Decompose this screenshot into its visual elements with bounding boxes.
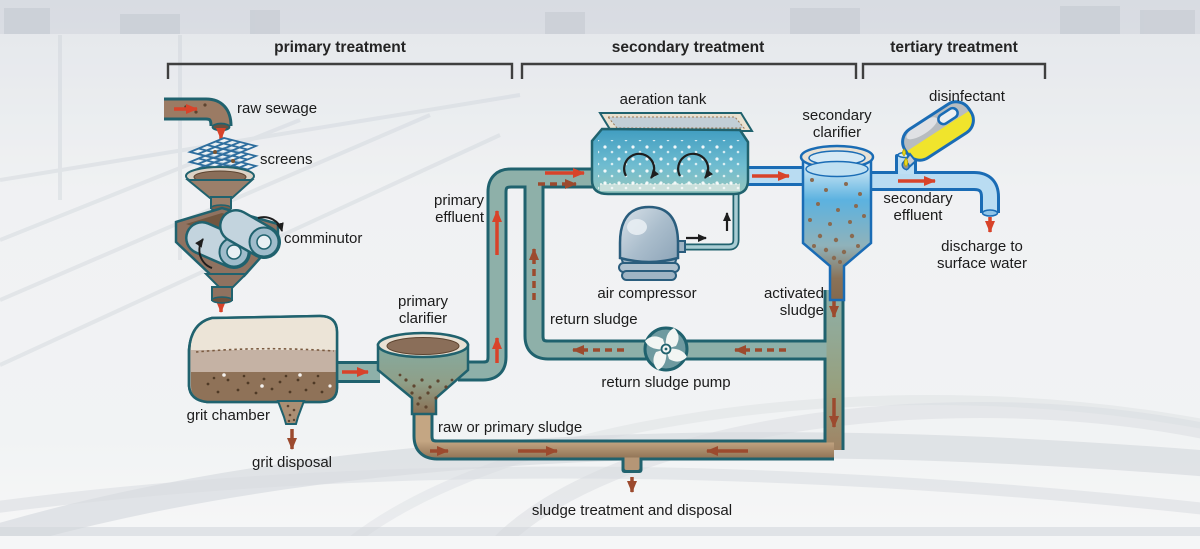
section-brackets — [166, 62, 1047, 79]
secondary-treatment-bracket — [520, 62, 858, 79]
sludge-treatment-label: sludge treatment and disposal — [531, 502, 733, 519]
air-compressor-label: air compressor — [597, 285, 697, 302]
tertiary-treatment-header: tertiary treatment — [890, 39, 1018, 56]
comminutor-label: comminutor — [284, 230, 363, 247]
disinfectant-label: disinfectant — [929, 88, 1005, 105]
primary-clarifier-icon — [376, 331, 470, 416]
primary-clarifier-label: primary clarifier — [397, 293, 448, 327]
aeration-circulation-arrow-right — [677, 152, 714, 179]
primary-effluent-label: primary effluent — [433, 192, 484, 226]
tertiary-treatment-bracket — [861, 62, 1047, 79]
secondary-clarifier-icon — [799, 144, 875, 302]
raw-sewage-label: raw sewage — [237, 100, 318, 117]
grit-disposal-label: grit disposal — [251, 454, 333, 471]
primary-treatment-header: primary treatment — [274, 39, 406, 56]
return-sludge-pump-icon — [643, 326, 689, 372]
aeration-circulation-arrow-left — [623, 152, 660, 179]
aeration-tank-label: aeration tank — [619, 91, 707, 108]
raw-or-primary-sludge-label: raw or primary sludge — [438, 419, 583, 436]
air-compressor-icon — [618, 205, 686, 281]
secondary-effluent-label: secondary effluent — [883, 190, 953, 224]
comminutor-rotation-arrow-left — [195, 238, 213, 269]
aeration-tank-icon — [590, 112, 754, 196]
comminutor-icon — [174, 206, 284, 304]
secondary-treatment-header: secondary treatment — [611, 39, 765, 56]
grit-chamber-icon — [187, 314, 339, 425]
grit-chamber-label: grit chamber — [186, 407, 270, 424]
activated-sludge-label: activated sludge — [763, 285, 824, 319]
comminutor-rotation-arrow-right — [257, 216, 284, 232]
secondary-clarifier-label: secondary clarifier — [802, 107, 872, 141]
primary-treatment-bracket — [166, 62, 514, 79]
screens-label: screens — [260, 151, 313, 168]
disinfectant-drop-1 — [902, 148, 906, 157]
disinfectant-drop-2 — [903, 157, 909, 168]
discharge-label: discharge to surface water — [936, 238, 1028, 272]
disinfectant-bottle-icon — [896, 96, 980, 171]
return-sludge-label: return sludge — [550, 311, 638, 328]
return-sludge-pump-label: return sludge pump — [601, 374, 731, 391]
screens-icon — [185, 137, 259, 212]
